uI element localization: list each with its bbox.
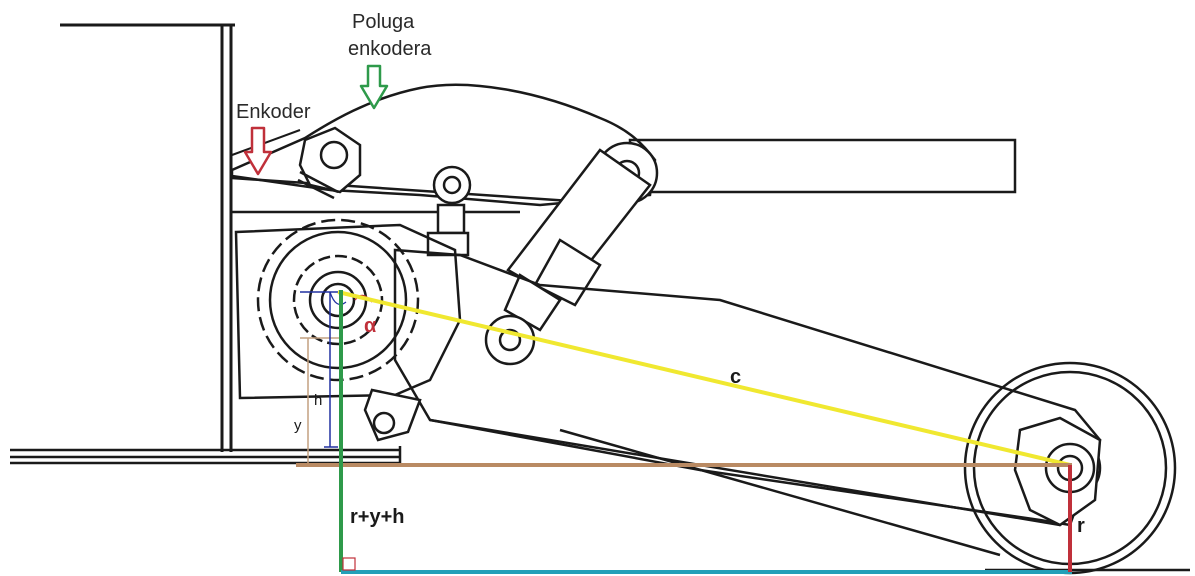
- lever-pivot: [297, 126, 362, 200]
- gear-housing: [234, 223, 462, 400]
- lever-label-line1: Poluga: [352, 11, 415, 33]
- encoder-label: Enkoder: [236, 101, 311, 123]
- hydraulic-cylinder: [503, 148, 652, 332]
- y-label: y: [294, 417, 302, 434]
- lever-arrow-icon: [359, 64, 389, 110]
- h-y-measure: [300, 291, 347, 464]
- c-label: c: [730, 366, 741, 388]
- gear: [256, 218, 420, 382]
- r-y-h-label: r+y+h: [350, 506, 404, 528]
- arm-pivot: [484, 314, 536, 366]
- line-c: [337, 290, 1071, 467]
- right-beam: [628, 138, 1017, 194]
- right-angle-marker: [342, 557, 356, 571]
- r-label: r: [1077, 515, 1085, 537]
- h-label: h: [314, 392, 322, 409]
- encoder-arrow-icon: [243, 126, 273, 176]
- alpha-label: α: [364, 315, 377, 337]
- small-cylinder: [426, 165, 472, 257]
- lever-label-line2: enkodera: [348, 38, 432, 60]
- wall-frame: [60, 23, 235, 452]
